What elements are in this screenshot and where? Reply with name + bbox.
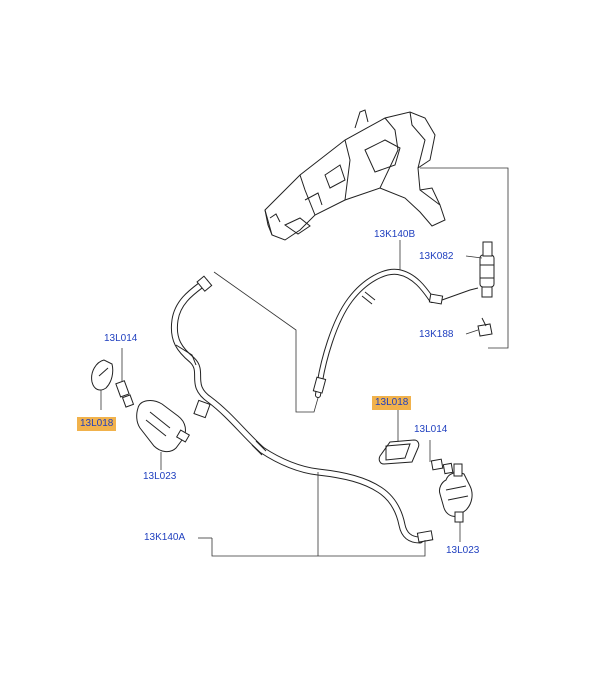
right-connector xyxy=(430,458,454,475)
callout-main-hose: 13K140A xyxy=(144,532,186,543)
callout-right-connector: 13L014 xyxy=(414,424,448,435)
hose-link-leader xyxy=(213,271,319,413)
callout-right-cover: 13L018 xyxy=(372,396,412,410)
left-connector xyxy=(115,380,135,408)
callout-left-cover: 13L018 xyxy=(77,417,117,431)
right-washer-jet xyxy=(439,463,473,523)
reservoir-leader xyxy=(420,167,509,349)
callout-left-connector: 13L014 xyxy=(104,333,138,344)
left-washer-jet xyxy=(136,400,191,453)
left-jet-cover xyxy=(91,359,114,391)
washer-reservoir-bracket xyxy=(264,109,446,241)
right-jet-cover xyxy=(378,439,420,465)
main-hose xyxy=(170,275,434,544)
hose-clip xyxy=(477,317,493,337)
callout-right-jet: 13L023 xyxy=(446,545,480,556)
pump-leader xyxy=(465,255,483,259)
callout-upper-hose: 13K140B xyxy=(374,229,416,240)
callout-left-jet: 13L023 xyxy=(143,471,177,482)
washer-pump xyxy=(479,241,495,298)
callout-pump: 13K082 xyxy=(419,251,454,262)
callout-clip: 13K188 xyxy=(419,329,454,340)
clip-leader xyxy=(465,329,479,335)
main-hose-leader xyxy=(211,472,426,557)
upper-hose xyxy=(312,268,479,398)
